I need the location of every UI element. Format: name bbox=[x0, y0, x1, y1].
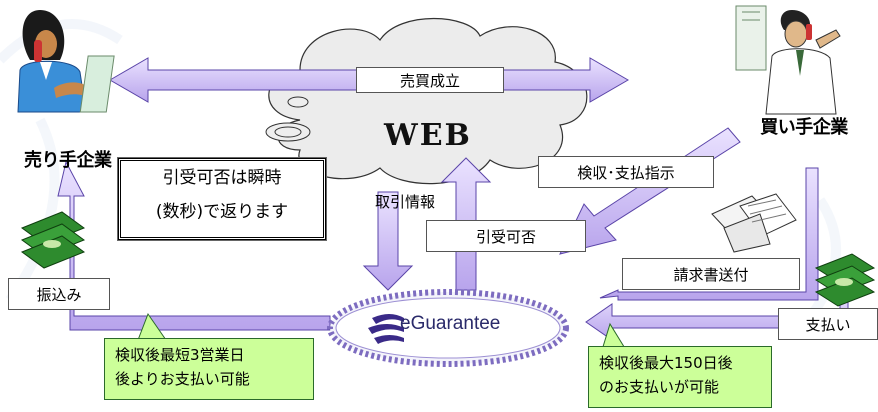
money-right-icon bbox=[814, 253, 876, 307]
buyer-person-icon bbox=[735, 5, 841, 115]
note-line-2: (数秒)で返ります bbox=[155, 202, 289, 222]
callout-right: 検収後最大150日後 のお支払いが可能 bbox=[588, 346, 772, 408]
inspect-arrow bbox=[559, 127, 741, 255]
buyer-label: 買い手企業 bbox=[760, 117, 848, 138]
inspect-box: 検収･支払指示 bbox=[538, 156, 714, 188]
invoice-papers-icon bbox=[711, 193, 797, 253]
acceptance-box: 引受可否 bbox=[426, 220, 586, 252]
eguarantee-logo-text: eGuarantee bbox=[400, 313, 501, 334]
seller-label: 売り手企業 bbox=[24, 150, 112, 171]
seller-person-icon bbox=[17, 10, 115, 113]
note-line-1: 引受可否は瞬時 bbox=[162, 168, 282, 188]
transfer-box: 振込み bbox=[8, 278, 110, 310]
money-left-icon bbox=[20, 211, 86, 269]
web-cloud bbox=[265, 17, 588, 185]
eguarantee-logo-icon bbox=[368, 314, 404, 344]
callout-right-line-2: のお支払いが可能 bbox=[599, 378, 720, 396]
info-box: 取引情報 bbox=[374, 192, 435, 211]
invoice-arrow bbox=[599, 167, 819, 301]
callout-left: 検収後最短3営業日 後よりお支払い可能 bbox=[104, 338, 314, 400]
callout-left-line-1: 検収後最短3営業日 bbox=[115, 346, 245, 364]
eguarantee-ellipse bbox=[327, 289, 569, 367]
callout-right-line-1: 検収後最大150日後 bbox=[599, 354, 733, 372]
payment-box: 支払い bbox=[778, 308, 878, 340]
deal-box: 売買成立 bbox=[356, 67, 504, 93]
acceptance-note: 引受可否は瞬時 (数秒)で返ります bbox=[117, 157, 327, 241]
info-arrow bbox=[362, 191, 414, 291]
web-label: WEB bbox=[384, 118, 472, 153]
invoice-box: 請求書送付 bbox=[622, 258, 800, 290]
callout-left-line-2: 後よりお支払い可能 bbox=[115, 370, 250, 388]
